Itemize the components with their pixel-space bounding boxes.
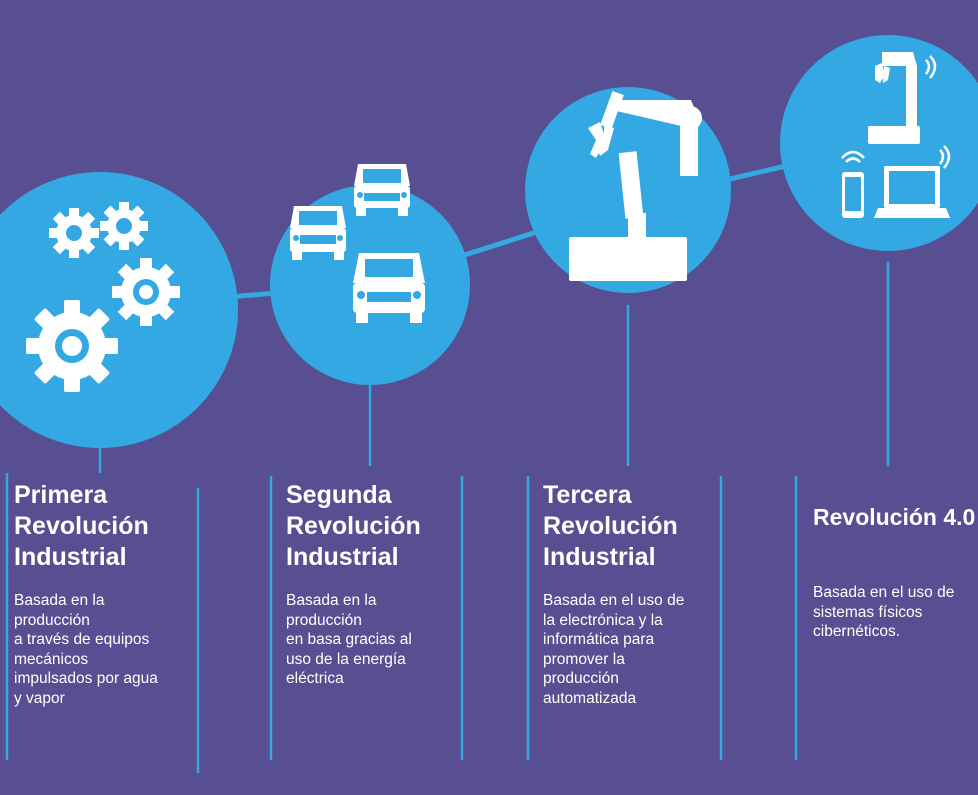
cars-icon [290,164,425,323]
robotic-arm-icon [569,91,702,281]
revolution-1-title: Primera Revolución Industrial [14,481,149,571]
revolution-4-title: Revolución 4.0 [813,504,976,530]
revolution-2-description: Basada en la producción en basa gracias … [286,592,412,687]
connected-devices-icon [841,52,951,218]
revolution-3-description: Basada en el uso de la electrónica y la … [543,592,685,707]
revolution-2-title: Segunda Revolución Industrial [286,481,421,571]
revolution-1-column: Primera Revolución Industrial Basada en … [14,480,158,773]
revolution-3-title: Tercera Revolución Industrial [543,481,678,571]
revolution-4-column: Revolución 4.0 Basada en el uso de siste… [813,502,975,795]
revolution-2-column: Segunda Revolución Industrial Basada en … [286,480,421,773]
gears-icon [26,202,180,392]
revolution-4-description: Basada en el uso de sistemas físicos cib… [813,584,955,640]
revolution-1-description: Basada en la producción a través de equi… [14,592,158,707]
timeline-diagram [0,35,978,773]
revolution-3-column: Tercera Revolución Industrial Basada en … [543,480,684,773]
